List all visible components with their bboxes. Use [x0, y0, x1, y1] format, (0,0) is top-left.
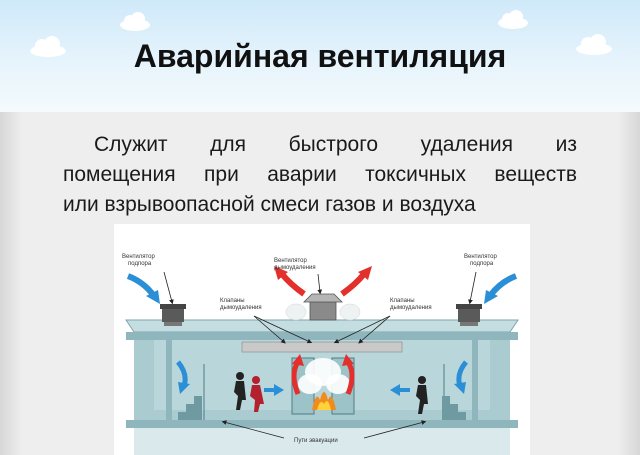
leader-line — [221, 420, 285, 439]
smoke-cloud — [285, 303, 307, 321]
floor-slab — [126, 420, 518, 428]
column — [472, 340, 478, 420]
leader-line — [317, 273, 323, 295]
right-shadow — [618, 112, 640, 455]
description-paragraph: Служит для быстрого удаления из помещени… — [63, 130, 577, 220]
label-valves-right-line1: Клапаны — [390, 298, 415, 304]
leader-line — [163, 271, 174, 305]
supply-arrow-head — [484, 290, 498, 304]
smoke-duct — [241, 341, 403, 353]
supply-arrow — [487, 273, 518, 298]
leader-line — [253, 315, 286, 344]
fire-icon — [317, 401, 331, 410]
label-supply-fan-left-line1: Вентилятор — [122, 254, 156, 260]
stairs — [178, 396, 202, 420]
person-icon — [234, 372, 246, 410]
smoke-cloud — [298, 374, 322, 394]
person-icon — [416, 376, 428, 414]
roof-edge — [126, 332, 518, 340]
label-supply-fan-left-line2: подпора — [128, 261, 152, 267]
person-icon — [250, 376, 264, 412]
leader-line — [363, 420, 427, 439]
supply-arrow-head — [274, 384, 284, 396]
exhaust-arrow-head — [358, 266, 372, 280]
ventilation-diagram: Вентилятор подпора Вентилятор дымоудален… — [114, 224, 530, 455]
smoke-cloud — [339, 303, 361, 321]
exhaust-arrow — [279, 272, 306, 297]
label-valves-left-line2: дымоудаления — [220, 305, 262, 311]
paragraph-line: Служит для быстрого удаления из — [94, 133, 577, 156]
exhaust-arrow-head — [342, 354, 354, 366]
label-valves-left-line1: Клапаны — [220, 298, 245, 304]
supply-fan-right — [456, 304, 482, 326]
label-supply-fan-right-line2: подпора — [470, 261, 494, 267]
smoke-cloud — [326, 374, 350, 394]
supply-fan-left — [160, 304, 186, 326]
label-evacuation: Пути эвакуации — [294, 438, 338, 444]
leader-line — [468, 271, 477, 305]
label-supply-fan-right-line1: Вентилятор — [464, 254, 498, 260]
paragraph-line: или взрывоопасной смеси газов и воздуха — [63, 193, 476, 216]
stairs — [442, 396, 466, 420]
leader-line — [253, 315, 313, 344]
column — [166, 340, 172, 420]
supply-arrow-head — [146, 290, 160, 304]
cloud-icon — [576, 34, 612, 55]
supply-arrow — [126, 273, 157, 298]
cloud-icon — [30, 36, 66, 57]
label-exhaust-fan-line2: дымоудаления — [274, 265, 316, 271]
fire-icon — [312, 392, 336, 410]
title-banner — [0, 0, 640, 112]
leader-line — [333, 315, 391, 344]
cloud-icon — [498, 10, 528, 29]
supply-arrow-head — [454, 382, 466, 394]
exhaust-arrow-head — [292, 354, 304, 366]
label-valves-right-line2: дымоудаления — [390, 305, 432, 311]
left-shadow — [0, 112, 22, 455]
supply-arrow-head — [390, 384, 400, 396]
leader-line — [358, 315, 391, 344]
lower-storey — [134, 428, 510, 455]
supply-arrow-head — [178, 382, 190, 394]
paragraph-line: помещения при аварии токсичных веществ — [63, 163, 577, 186]
exhaust-arrow-head — [274, 266, 288, 280]
cloud-icon — [120, 12, 150, 31]
page-title: Аварийная вентиляция — [133, 38, 507, 74]
exhaust-fan — [303, 293, 343, 321]
exhaust-arrow — [340, 272, 367, 297]
label-exhaust-fan-line1: Вентилятор — [274, 258, 308, 264]
